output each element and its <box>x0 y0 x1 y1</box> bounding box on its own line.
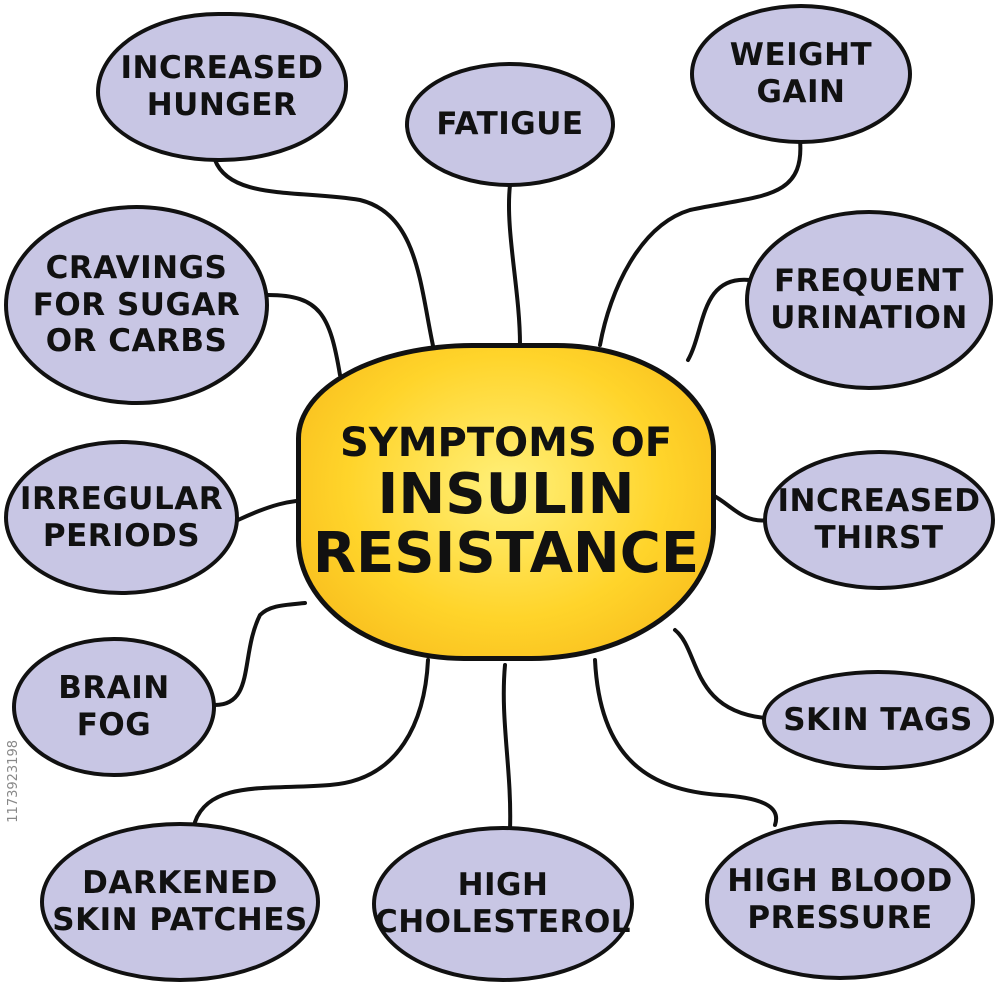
link-increased-hunger <box>213 158 437 357</box>
node-label-line: Periods <box>42 517 201 554</box>
node-label-line: High Blood <box>727 863 953 900</box>
node-label-line: Cravings <box>45 250 228 287</box>
node-label-line: Fatigue <box>436 106 584 143</box>
node-label-line: Frequent <box>773 263 964 300</box>
node-brain-fog: Brain Fog <box>12 637 216 777</box>
node-high-cholesterol: High Cholesterol <box>372 826 634 982</box>
node-irregular-periods: Irregular Periods <box>4 440 239 595</box>
node-label-line: Increased <box>120 50 324 87</box>
node-increased-thirst: Increased Thirst <box>763 450 995 590</box>
link-skin-tags <box>673 628 767 720</box>
link-high-blood-pressure <box>593 658 779 827</box>
central-topic: Symptoms of Insulin Resistance <box>296 343 716 661</box>
node-skin-tags: Skin Tags <box>762 670 994 770</box>
node-label-line: Thirst <box>814 520 944 556</box>
node-label-line: Skin Patches <box>52 902 308 938</box>
central-topic-line2: Insulin <box>377 462 635 528</box>
node-label-line: Hunger <box>146 87 298 123</box>
node-increased-hunger: Increased Hunger <box>96 12 348 162</box>
stock-id-watermark: 1173923198 <box>6 740 21 823</box>
node-label-line: Fog <box>76 707 152 743</box>
node-high-blood-pressure: High Blood Pressure <box>705 820 975 980</box>
link-high-cholesterol <box>501 663 513 832</box>
node-label-line: or carbs <box>45 323 228 360</box>
node-label-line: Weight <box>729 37 873 74</box>
node-label-line: Urination <box>770 300 968 336</box>
node-label-line: for sugar <box>32 286 241 323</box>
node-frequent-urination: Frequent Urination <box>745 210 993 390</box>
central-topic-line1: Symptoms of <box>339 420 673 467</box>
node-label-line: Gain <box>756 74 846 110</box>
node-label-line: Skin Tags <box>783 701 973 738</box>
node-weight-gain: Weight Gain <box>690 4 912 144</box>
link-darkened-skin <box>193 658 430 824</box>
link-brain-fog <box>213 601 307 707</box>
node-label-line: Darkened <box>82 865 278 902</box>
link-cravings <box>266 293 342 377</box>
link-frequent-urination <box>686 277 752 362</box>
node-label-line: Brain <box>58 670 170 707</box>
node-label-line: High <box>457 867 549 904</box>
node-label-line: Irregular <box>19 480 224 517</box>
link-weight-gain <box>598 138 803 347</box>
central-topic-line3: Resistance <box>312 521 700 586</box>
link-fatigue <box>506 183 522 347</box>
node-label-line: Pressure <box>747 900 933 936</box>
node-cravings: Cravings for sugar or carbs <box>4 205 269 405</box>
node-label-line: Cholesterol <box>374 904 632 940</box>
node-fatigue: Fatigue <box>405 62 615 187</box>
node-label-line: Increased <box>777 483 981 520</box>
node-darkened-skin: Darkened Skin Patches <box>40 822 320 982</box>
